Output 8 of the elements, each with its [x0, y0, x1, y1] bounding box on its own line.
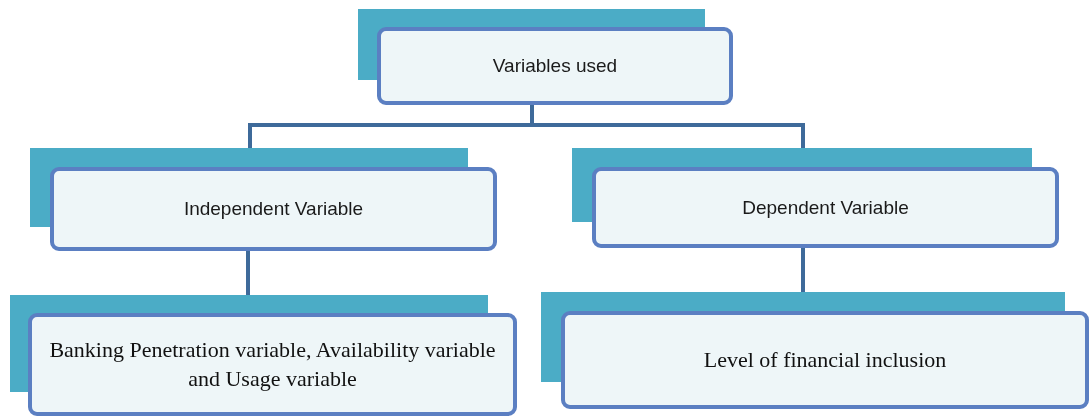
- box-label: Independent Variable: [183, 198, 364, 220]
- box-label: Dependent Variable: [742, 196, 909, 219]
- box-label: Level of financial inclusion: [703, 345, 947, 374]
- connector-line: [246, 251, 250, 295]
- connector-line: [530, 105, 805, 148]
- connector-line: [801, 248, 805, 292]
- box-label: Variables used: [492, 55, 618, 77]
- box-label: Banking Penetration variable, Availability variable and Usage variable: [48, 335, 497, 393]
